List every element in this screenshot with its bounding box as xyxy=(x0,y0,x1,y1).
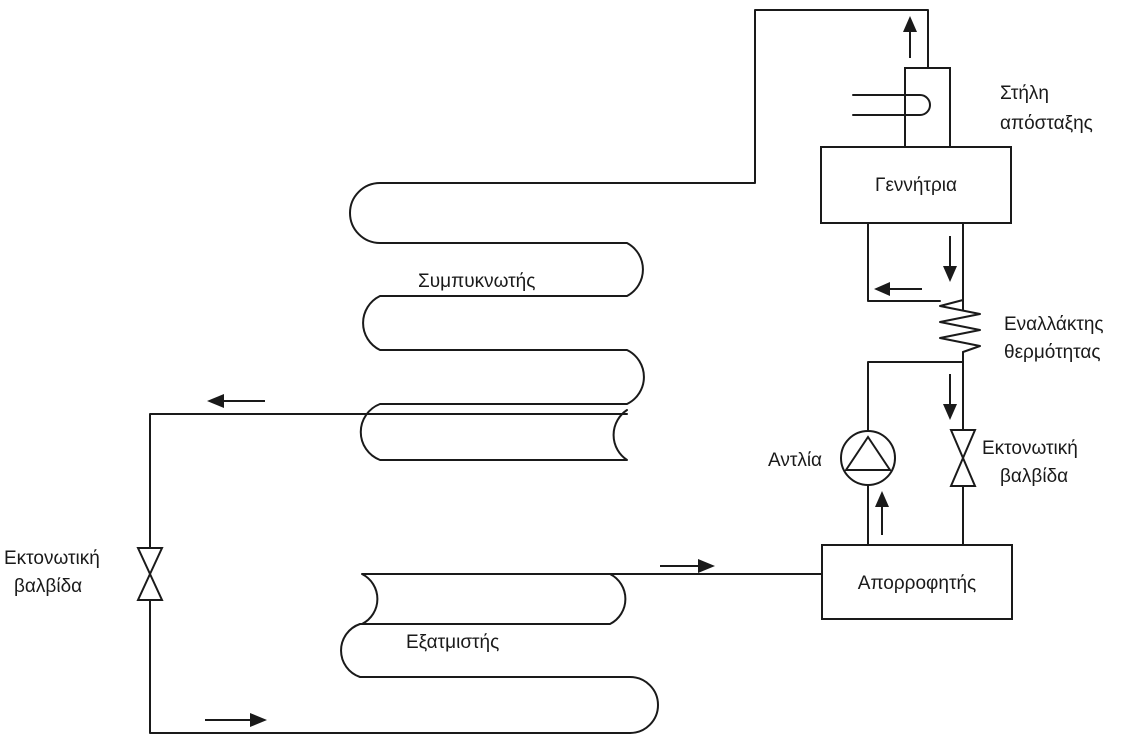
heat-exchanger-label-line1: Εναλλάκτης xyxy=(1004,314,1104,335)
condenser-label: Συμπυκνωτής xyxy=(418,271,535,292)
flow-arrow-up-column xyxy=(903,16,917,58)
generator-label: Γεννήτρια xyxy=(875,175,957,196)
pump-triangle xyxy=(844,435,892,471)
condenser-outlet-pipe xyxy=(149,413,628,549)
flow-arrow-right-to-absorber xyxy=(660,559,715,573)
absorber-box xyxy=(821,544,1013,620)
flow-arrow-left-hx xyxy=(874,282,922,296)
valve-left-label-line2: βαλβίδα xyxy=(14,576,82,597)
column-cooling-coil xyxy=(852,94,931,116)
hx-to-pump-pipe xyxy=(867,361,964,431)
flow-arrow-up-pump xyxy=(875,491,889,535)
heat-exchanger-label-line2: θερμότητας xyxy=(1004,342,1101,363)
generator-box xyxy=(820,146,1012,224)
expansion-valve-right xyxy=(949,429,977,487)
expansion-valve-icon xyxy=(136,547,164,601)
valve-left-label-line1: Εκτονωτική xyxy=(4,548,100,569)
evaporator-label: Εξατμιστής xyxy=(406,632,499,653)
expansion-valve-icon xyxy=(949,429,977,487)
condenser-coil xyxy=(349,9,929,461)
column-label-line1: Στήλη xyxy=(1000,83,1049,104)
flow-arrow-down-generator xyxy=(943,236,957,282)
absorber-label: Απορροφητής xyxy=(858,573,976,594)
heat-exchanger-coil-icon xyxy=(939,299,981,353)
valve-right-label-line2: βαλβίδα xyxy=(1000,466,1068,487)
flow-arrow-left-condenser-outlet xyxy=(207,394,265,408)
evaporator-coil xyxy=(340,573,823,734)
flow-arrow-right-bottom xyxy=(205,713,267,727)
expansion-valve-left xyxy=(136,547,164,601)
column-label-line2: απόσταξης xyxy=(1000,113,1093,134)
valve-to-evaporator-pipe xyxy=(149,599,631,734)
distillation-column xyxy=(852,67,951,148)
pump-label: Αντλία xyxy=(768,450,822,471)
generator-left-outlet xyxy=(867,222,941,302)
distillation-column-icon xyxy=(904,67,951,148)
valve-right-label-line1: Εκτονωτική xyxy=(982,438,1078,459)
flow-arrow-down-valve xyxy=(943,374,957,420)
pump xyxy=(840,430,896,486)
